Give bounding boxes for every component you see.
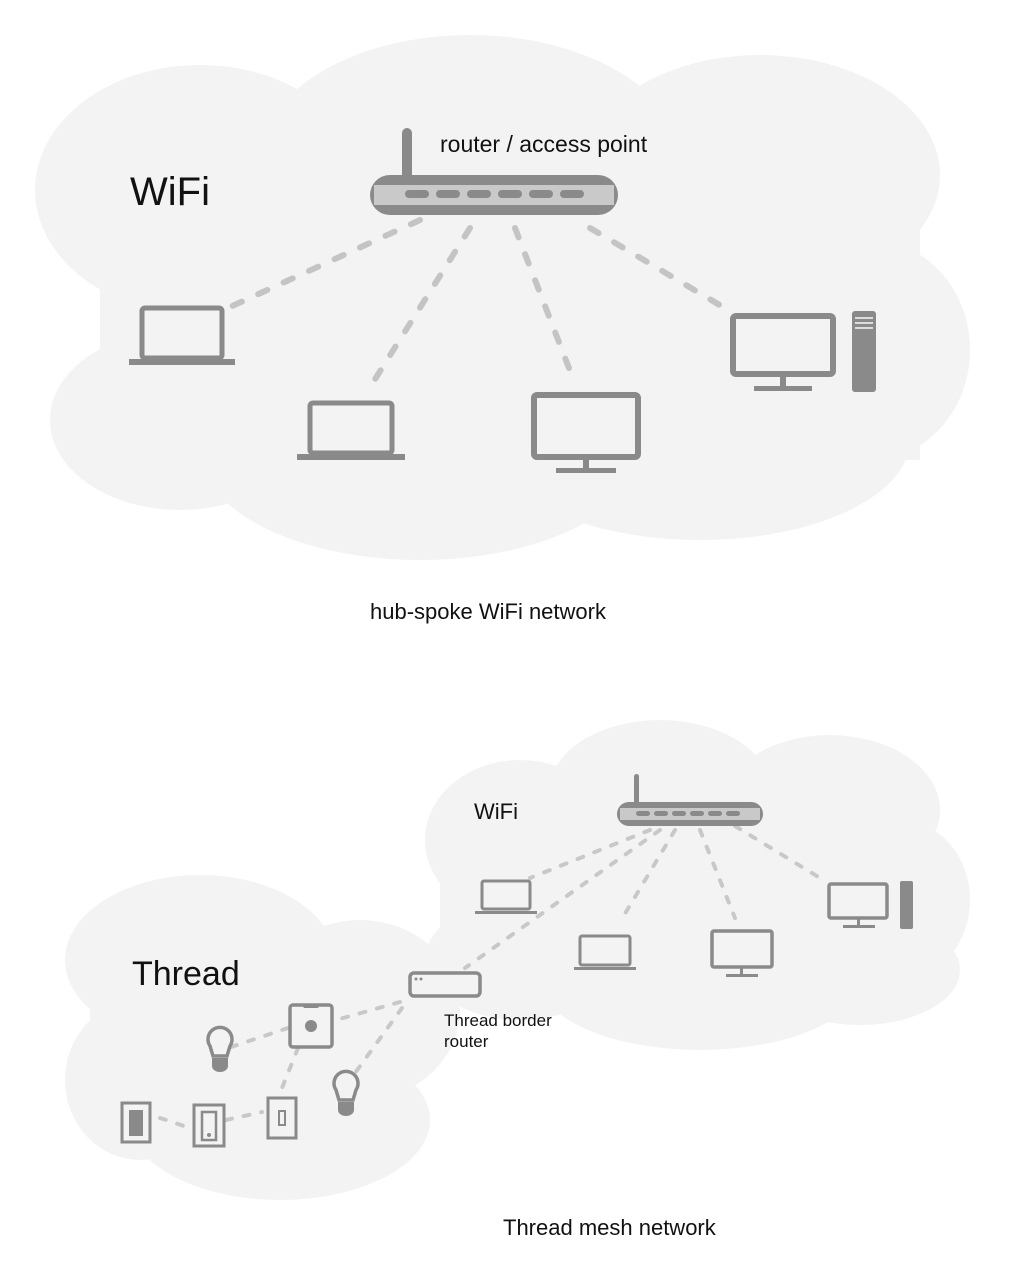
toggle-switch-icon bbox=[266, 1096, 298, 1140]
router-label: router / access point bbox=[440, 131, 648, 157]
laptop-icon bbox=[297, 400, 405, 460]
thread-cloud bbox=[65, 875, 460, 1200]
smart-plug-icon bbox=[288, 1003, 334, 1049]
laptop-icon bbox=[129, 305, 235, 365]
dimmer-switch-icon bbox=[120, 1101, 152, 1144]
router-icon-top bbox=[370, 128, 618, 215]
border-router-label-line1: Thread border bbox=[444, 1011, 552, 1030]
bottom-caption: Thread mesh network bbox=[503, 1215, 716, 1240]
thread-links bbox=[158, 1000, 404, 1130]
desktop-computer-icon bbox=[827, 881, 913, 929]
desktop-computer-icon bbox=[730, 311, 876, 392]
monitor-icon bbox=[710, 929, 774, 977]
light-bulb-icon bbox=[206, 1025, 234, 1072]
border-router-label-line2: router bbox=[444, 1032, 489, 1051]
monitor-icon bbox=[531, 392, 641, 473]
wifi-cloud-label-bottom: WiFi bbox=[474, 799, 518, 824]
wifi-cloud-top bbox=[35, 35, 970, 560]
wifi-links-bottom bbox=[463, 824, 822, 970]
light-switch-icon bbox=[192, 1103, 226, 1148]
thread-border-router-icon bbox=[408, 971, 482, 998]
top-caption: hub-spoke WiFi network bbox=[370, 599, 606, 624]
router-icon-bottom bbox=[617, 774, 763, 826]
wifi-links-top bbox=[225, 217, 731, 387]
wifi-cloud-label: WiFi bbox=[130, 170, 210, 214]
light-bulb-icon bbox=[332, 1069, 360, 1116]
laptop-icon bbox=[574, 934, 636, 970]
laptop-icon bbox=[475, 879, 537, 914]
thread-cloud-label: Thread bbox=[132, 955, 240, 993]
